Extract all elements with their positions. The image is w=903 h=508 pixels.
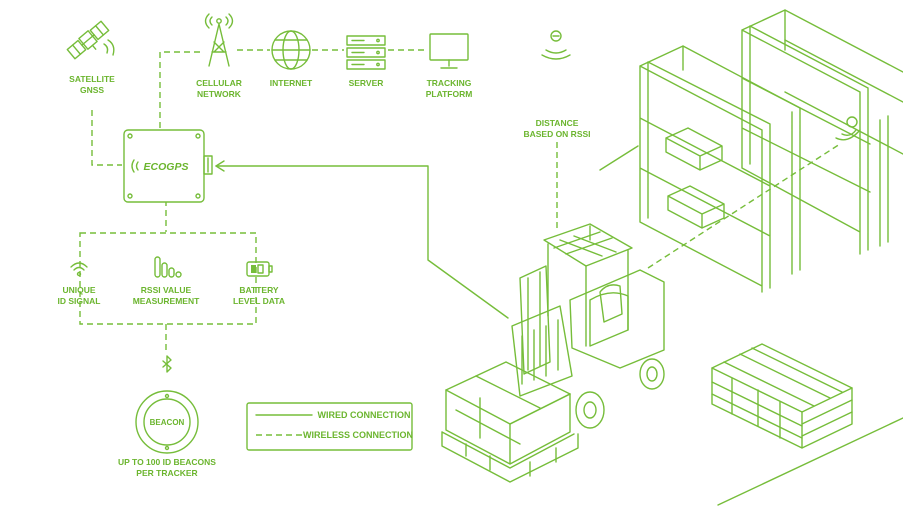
ecogps-device: ECOGPS xyxy=(123,129,213,203)
legend: WIRED CONNECTION WIRELESS CONNECTION xyxy=(246,402,413,451)
legend-wired: WIRED CONNECTION xyxy=(318,410,411,420)
internet-label: INTERNET xyxy=(270,78,313,88)
pallet-illustration xyxy=(711,343,853,449)
floor-lines xyxy=(599,145,903,506)
satellite-icon xyxy=(66,20,110,60)
satellite-signal-icon xyxy=(103,39,115,56)
device-signal-icon xyxy=(131,159,139,173)
forklift-illustration xyxy=(441,223,665,483)
wifi-icon xyxy=(70,262,88,277)
shelving-illustration xyxy=(639,9,903,293)
bluetooth-icon xyxy=(162,355,172,373)
monitor-icon xyxy=(429,33,469,69)
signal-bars-icon xyxy=(154,256,182,278)
cell-tower-icon xyxy=(204,13,234,67)
server-label: SERVER xyxy=(349,78,384,88)
beacon-label: BEACON xyxy=(150,418,185,427)
device-brand: ECOGPS xyxy=(144,161,189,173)
beacon-signal-icon xyxy=(541,30,571,60)
wired-link xyxy=(215,160,509,319)
server-icon xyxy=(346,35,386,70)
globe-icon xyxy=(271,30,311,70)
legend-wireless: WIRELESS CONNECTION xyxy=(303,430,413,440)
battery-icon xyxy=(246,261,273,277)
beacon-device-icon: BEACON xyxy=(135,390,199,454)
wireless-links xyxy=(79,49,841,352)
